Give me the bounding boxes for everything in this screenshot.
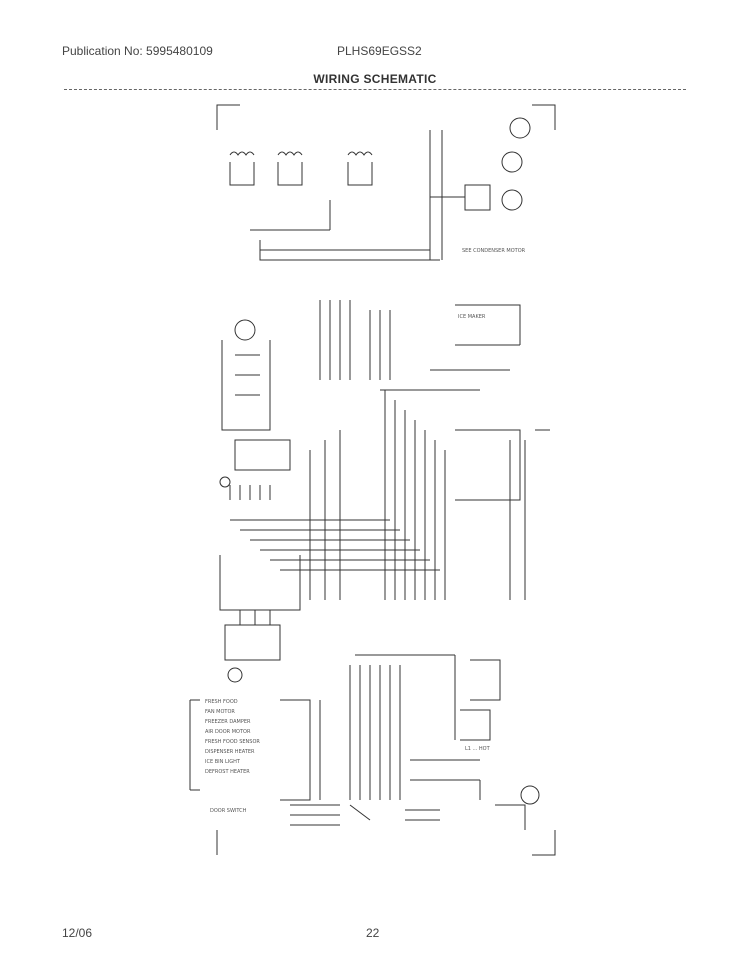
frame-corner-tr (532, 104, 556, 130)
frame-corner-tl (216, 104, 240, 130)
wiring-schematic-diagram: SEE CONDENSER MOTOR ICE MAKER FRESH FOOD… (180, 100, 575, 860)
label-board-5: FRESH FOOD SENSOR (205, 739, 260, 745)
main-bus-lines (250, 200, 440, 380)
footer-page-number: 22 (366, 926, 380, 940)
label-door-switch: DOOR SWITCH (210, 808, 247, 814)
label-board-2: FAN MOTOR (205, 709, 235, 715)
label-board-3: FREEZER DAMPER (205, 719, 251, 725)
label-board-4: AIR DOOR MOTOR (205, 729, 251, 735)
label-ice-maker: ICE MAKER (458, 314, 486, 320)
motor-circles-top-right (429, 117, 531, 260)
connector-lower-left (219, 555, 301, 683)
label-board-6: DISPENSER HEATER (205, 749, 255, 755)
page-title: WIRING SCHEMATIC (313, 72, 437, 86)
frame-corner-br (532, 830, 556, 856)
components-lower-right (410, 659, 540, 830)
horizontal-feed-lines (230, 430, 440, 600)
relay-stack-center (380, 304, 550, 600)
publication-number: Publication No: 5995480109 (62, 44, 213, 58)
output-leads-bottom (290, 804, 440, 826)
label-board-1: FRESH FOOD (205, 699, 238, 705)
label-board-7: ICE BIN LIGHT (205, 759, 241, 765)
header-divider (64, 89, 686, 90)
coil-group-top-left (229, 151, 373, 186)
label-board-8: DEFROST HEATER (205, 769, 250, 775)
label-condenser-motor: SEE CONDENSER MOTOR (462, 248, 526, 254)
terminal-block-lower (189, 654, 456, 801)
components-left-mid (219, 319, 291, 500)
label-bottom-right: L1 ... HOT (465, 746, 491, 752)
model-number: PLHS69EGSS2 (337, 44, 422, 58)
footer-date: 12/06 (62, 926, 93, 940)
